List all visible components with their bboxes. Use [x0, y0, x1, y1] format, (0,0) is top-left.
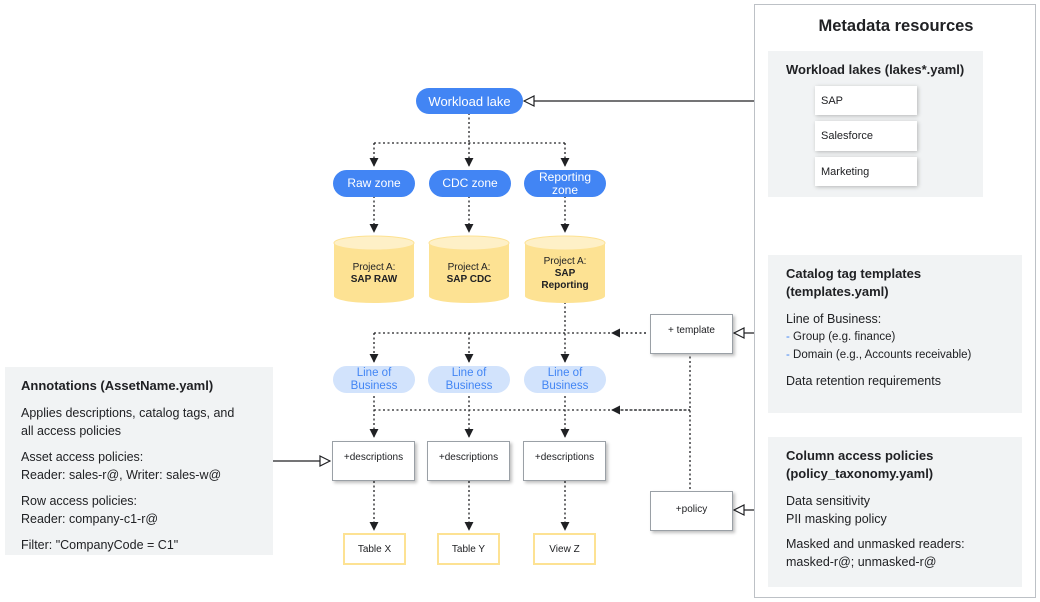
reporting-zone-label-2: zone: [551, 182, 579, 197]
project-raw-prefix: Project A:: [352, 262, 396, 273]
project-raw-name: SAP RAW: [350, 274, 398, 285]
row-access-text: Reader: company-c1-r@: [21, 512, 159, 526]
policy-label: +policy: [675, 504, 708, 515]
column-title-1: Column access policies: [786, 448, 934, 463]
table-x-label: Table X: [357, 543, 392, 555]
table-y-label: Table Y: [451, 543, 486, 555]
descriptions-label-1: +descriptions: [343, 452, 404, 463]
table-x[interactable]: Table X: [343, 533, 406, 565]
lob-label-2a: Line of: [451, 366, 487, 379]
lob-node-2[interactable]: Line of Business: [428, 366, 510, 393]
annotations-panel: Annotations (AssetName.yaml) Applies des…: [5, 367, 273, 555]
catalog-lob-heading: Line of Business:: [786, 312, 882, 326]
cylinder-cdc: [428, 235, 510, 303]
cdc-zone-label: CDC zone: [442, 176, 498, 190]
column-readers-heading: Masked and unmasked readers:: [786, 537, 965, 551]
catalog-templates-panel: Catalog tag templates (templates.yaml) L…: [768, 255, 1022, 413]
catalog-item-group-dash: -: [786, 331, 790, 343]
cylinder-reporting: [524, 235, 606, 303]
lob-node-1[interactable]: Line of Business: [333, 366, 415, 393]
column-policies-panel: Column access policies (policy_taxonomy.…: [768, 437, 1022, 587]
catalog-retention: Data retention requirements: [786, 374, 941, 388]
cdc-zone-node[interactable]: CDC zone: [429, 170, 511, 197]
row-access-heading: Row access policies:: [21, 494, 138, 508]
project-cdc-prefix: Project A:: [447, 262, 491, 273]
asset-access-text: Reader: sales-r@, Writer: sales-w@: [21, 468, 222, 482]
descriptions-label-3: +descriptions: [534, 452, 595, 463]
asset-access-heading: Asset access policies:: [21, 450, 144, 464]
lake-item-sap-label: SAP: [821, 94, 844, 107]
workload-lake-label: Workload lake: [428, 93, 511, 109]
metadata-title: Metadata resources: [818, 17, 974, 35]
catalog-title-1: Catalog tag templates: [786, 266, 922, 281]
lake-item-marketing[interactable]: Marketing: [815, 157, 917, 186]
descriptions-doc-2[interactable]: +descriptions: [427, 441, 510, 481]
lob-label-1b: Business: [350, 379, 398, 392]
lake-item-sap[interactable]: SAP: [815, 86, 917, 115]
column-title-2: (policy_taxonomy.yaml): [786, 466, 934, 481]
workload-lake-node[interactable]: Workload lake: [416, 88, 523, 114]
project-reporting-name-1: SAP: [554, 268, 576, 279]
lob-label-3b: Business: [541, 379, 589, 392]
catalog-item-domain-dash: -: [786, 349, 790, 361]
column-readers-text: masked-r@; unmasked-r@: [786, 555, 937, 569]
raw-zone-label: Raw zone: [347, 176, 401, 190]
catalog-item-group-text: Group (e.g. finance): [793, 331, 896, 343]
lob-label-3a: Line of: [547, 366, 583, 379]
catalog-item-domain-text: Domain (e.g., Accounts receivable): [793, 349, 972, 361]
project-reporting-prefix: Project A:: [543, 256, 587, 267]
view-z-label: View Z: [549, 543, 580, 555]
reporting-zone-label-1: Reporting: [538, 169, 592, 184]
project-reporting-name-2: Reporting: [541, 280, 589, 291]
lake-item-marketing-label: Marketing: [821, 165, 870, 178]
cylinder-raw: [333, 235, 415, 303]
raw-zone-node[interactable]: Raw zone: [333, 170, 415, 197]
descriptions-doc-1[interactable]: +descriptions: [332, 441, 415, 481]
workload-lakes-title: Workload lakes (lakes*.yaml): [786, 62, 965, 77]
annotations-title: Annotations (AssetName.yaml): [21, 378, 214, 393]
column-sensitivity-heading: Data sensitivity: [786, 494, 871, 508]
catalog-item-domain: - Domain (e.g., Accounts receivable): [786, 346, 1022, 364]
annotations-desc-2: all access policies: [21, 424, 122, 438]
project-raw-label: Project A: SAP RAW: [334, 262, 414, 292]
lob-label-2b: Business: [445, 379, 493, 392]
catalog-title-2: (templates.yaml): [786, 284, 889, 299]
project-cdc-name: SAP CDC: [446, 274, 492, 285]
descriptions-label-2: +descriptions: [438, 452, 499, 463]
annotations-desc-1: Applies descriptions, catalog tags, and: [21, 406, 235, 420]
view-z[interactable]: View Z: [533, 533, 596, 565]
descriptions-doc-3[interactable]: +descriptions: [523, 441, 606, 481]
lob-node-3[interactable]: Line of Business: [524, 366, 606, 393]
column-pii-text: PII masking policy: [786, 512, 887, 526]
project-cdc-label: Project A: SAP CDC: [429, 262, 509, 292]
lake-item-salesforce[interactable]: Salesforce: [815, 121, 917, 151]
table-y[interactable]: Table Y: [437, 533, 500, 565]
lob-label-1a: Line of: [356, 366, 392, 379]
template-label: + template: [668, 325, 715, 336]
policy-doc[interactable]: +policy: [650, 491, 733, 531]
row-filter-text: Filter: "CompanyCode = C1": [21, 538, 179, 552]
reporting-zone-node[interactable]: Reporting zone: [524, 170, 606, 197]
lake-item-salesforce-label: Salesforce: [821, 130, 873, 142]
project-reporting-label: Project A: SAP Reporting: [525, 256, 605, 296]
catalog-item-group: - Group (e.g. finance): [786, 328, 1022, 346]
template-doc[interactable]: + template: [650, 314, 733, 354]
dotted-connectors: [369, 113, 691, 531]
